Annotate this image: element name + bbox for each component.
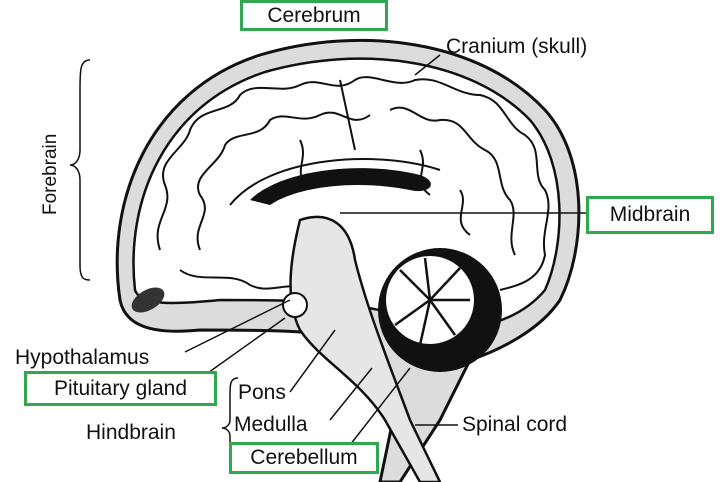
cerebrum-gyri <box>156 76 550 291</box>
corpus-callosum <box>250 168 431 205</box>
cerebrum-label: Cerebrum <box>240 0 388 31</box>
cerebellum-shape <box>378 248 502 372</box>
pointer-lines <box>184 54 586 446</box>
pituitary-gland-label: Pituitary gland <box>24 371 217 406</box>
pituitary-shape <box>282 292 308 318</box>
forebrain-label: Forebrain <box>40 133 61 215</box>
hypothalamus-label: Hypothalamus <box>15 346 150 369</box>
hindbrain-label: Hindbrain <box>86 421 176 444</box>
sinus <box>131 287 165 313</box>
cranium-label: Cranium (skull) <box>446 35 588 58</box>
cerebellum-label: Cerebellum <box>229 442 379 474</box>
forebrain-bracket <box>69 59 91 281</box>
medulla-label: Medulla <box>234 413 308 436</box>
midbrain-label: Midbrain <box>586 196 714 234</box>
pons-label: Pons <box>238 381 286 404</box>
spinal-cord-label: Spinal cord <box>462 413 568 436</box>
